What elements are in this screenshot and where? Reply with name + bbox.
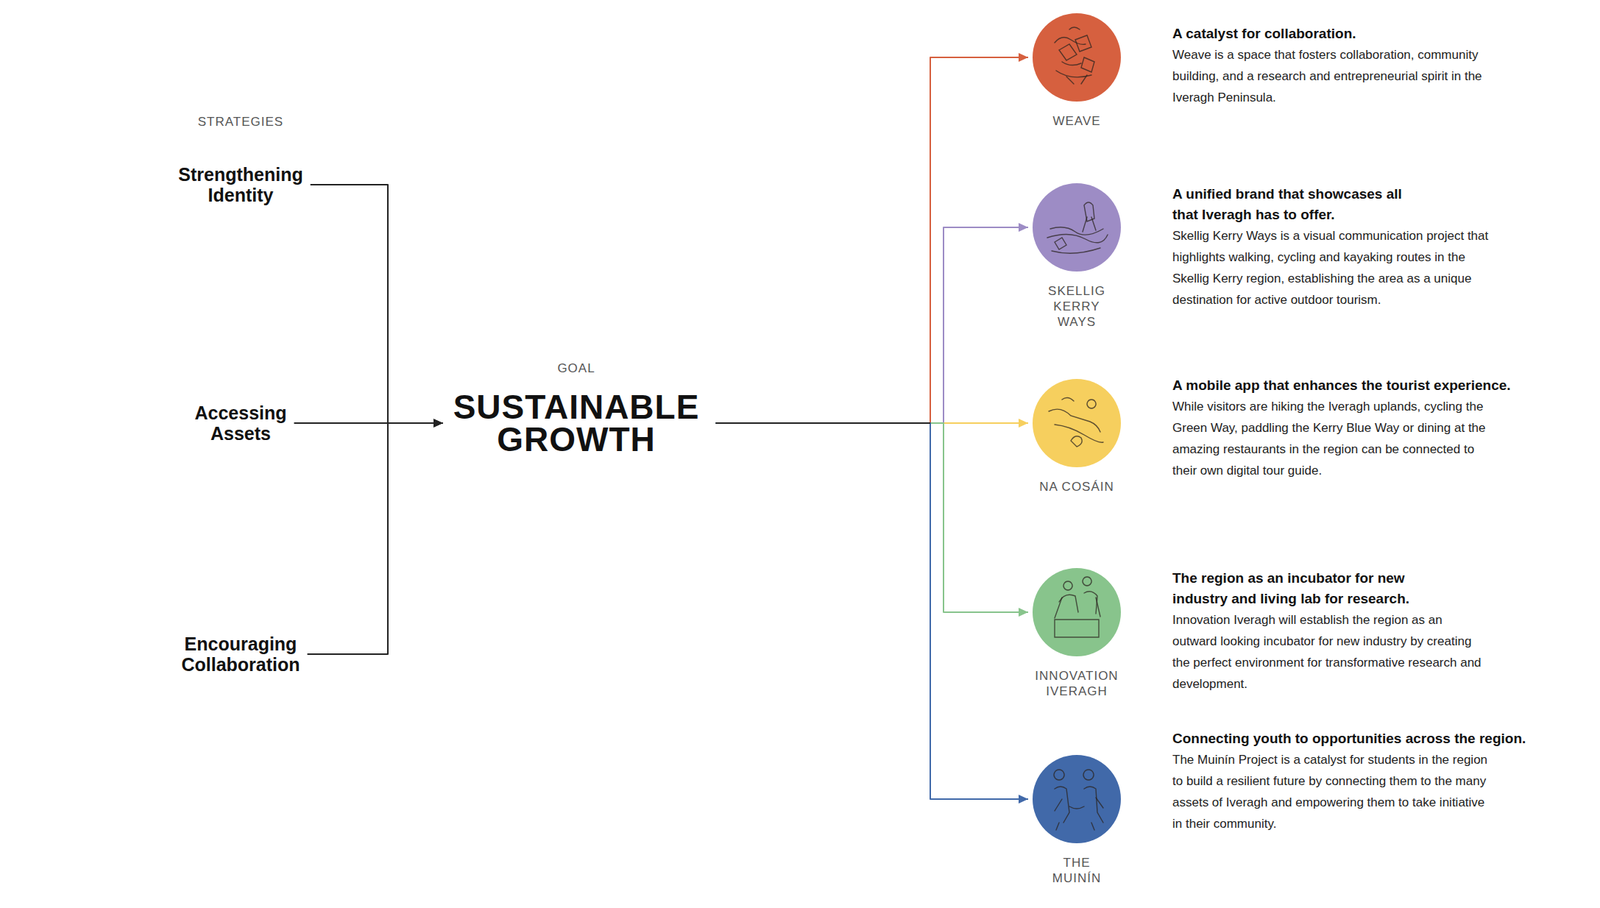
strategy-text: Strengthening Identity	[178, 164, 303, 206]
description-heading: The region as an incubator for new indus…	[1172, 568, 1438, 610]
description-body: While visitors are hiking the Iveragh up…	[1172, 395, 1489, 482]
project-description: A mobile app that enhances the tourist e…	[1172, 375, 1585, 482]
project-illustration	[1032, 379, 1121, 468]
project-name: NA COSÁIN	[1039, 479, 1115, 495]
connector-arrow	[715, 422, 1029, 424]
project-description: The region as an incubator for new indus…	[1172, 568, 1489, 695]
sketch-stroke	[1082, 577, 1092, 586]
goal-title: SUSTAINABLE GROWTH	[453, 390, 700, 456]
sketch-stroke	[1084, 202, 1095, 222]
trunk-line	[715, 422, 931, 424]
sketch-stroke	[1054, 237, 1067, 250]
description-body: The Muinín Project is a catalyst for stu…	[1172, 749, 1489, 835]
project-circle: SKELLIG KERRY WAYS	[1032, 183, 1121, 272]
project-name: THE MUINÍN	[1052, 855, 1102, 887]
connector-arrow	[715, 227, 1029, 424]
sketch-stroke	[1062, 397, 1074, 402]
sketch-stroke	[1081, 57, 1095, 73]
project-description: Connecting youth to opportunities across…	[1172, 728, 1585, 835]
connector-arrow	[715, 423, 1029, 613]
project-name: INNOVATION IVERAGH	[1034, 668, 1118, 700]
project-illustration	[1032, 183, 1121, 272]
project-name: SKELLIG KERRY WAYS	[1048, 283, 1106, 330]
strategy-name: Accessing Assets	[194, 402, 287, 444]
strategy-text: Accessing Assets	[194, 402, 287, 444]
sketch-stroke	[1083, 769, 1094, 781]
project-description: A catalyst for collaboration.Weave is a …	[1172, 23, 1585, 109]
sketch-stroke	[1084, 591, 1098, 614]
description-body: Skellig Kerry Ways is a visual communica…	[1172, 225, 1489, 311]
sketch-stroke	[1054, 597, 1101, 619]
strategy-name: Strengthening Identity	[178, 164, 303, 206]
description-heading: A unified brand that showcases all that …	[1172, 183, 1423, 226]
sketch-stroke	[1054, 797, 1104, 812]
project-circle: WEAVE	[1032, 13, 1121, 102]
description-body: Weave is a space that fosters collaborat…	[1172, 44, 1489, 109]
goal-block: GOAL SUSTAINABLE GROWTH	[453, 361, 700, 456]
project-illustration	[1032, 568, 1121, 657]
project-circle: THE MUINÍN	[1032, 755, 1121, 844]
sketch-stroke	[1054, 619, 1099, 638]
sketch-stroke	[1082, 217, 1096, 232]
project-illustration	[1032, 755, 1121, 844]
sketch-stroke	[1054, 424, 1104, 443]
project-circle: NA COSÁIN	[1032, 379, 1121, 468]
sketch-stroke	[1075, 35, 1092, 52]
sketch-stroke	[1063, 581, 1073, 591]
sketch-stroke	[1054, 786, 1070, 823]
sketch-stroke	[1069, 806, 1085, 809]
sketch-stroke	[1069, 27, 1080, 30]
connector-arrow	[715, 57, 1029, 424]
connector-arrow	[715, 423, 1029, 800]
sketch-stroke	[1053, 769, 1065, 781]
sketch-stroke	[1066, 75, 1088, 84]
sketch-stroke	[1059, 44, 1077, 61]
description-heading: A catalyst for collaboration.	[1172, 23, 1585, 45]
sketch-stroke	[1070, 436, 1082, 447]
strategy-name: Encouraging Collaboration	[181, 633, 300, 675]
sketch-stroke	[1054, 37, 1086, 45]
project-name: WEAVE	[1052, 113, 1101, 129]
description-heading: A mobile app that enhances the tourist e…	[1172, 375, 1585, 396]
sketch-stroke	[1056, 822, 1095, 831]
sketch-stroke	[1051, 248, 1101, 254]
goal-heading: GOAL	[453, 361, 700, 377]
sketch-stroke	[1048, 409, 1101, 433]
strategy-text: Encouraging Collaboration	[181, 633, 300, 675]
connector-arrow	[310, 184, 444, 424]
project-illustration	[1032, 13, 1121, 102]
sketch-stroke	[1062, 61, 1082, 66]
description-body: Innovation Iveragh will establish the re…	[1172, 609, 1489, 695]
connector-arrow	[307, 423, 444, 655]
project-circle: INNOVATION IVERAGH	[1032, 568, 1121, 657]
section-heading: STRATEGIES	[197, 114, 284, 130]
sketch-stroke	[1087, 399, 1096, 409]
project-description: A unified brand that showcases all that …	[1172, 183, 1489, 311]
description-heading: Connecting youth to opportunities across…	[1172, 728, 1585, 750]
